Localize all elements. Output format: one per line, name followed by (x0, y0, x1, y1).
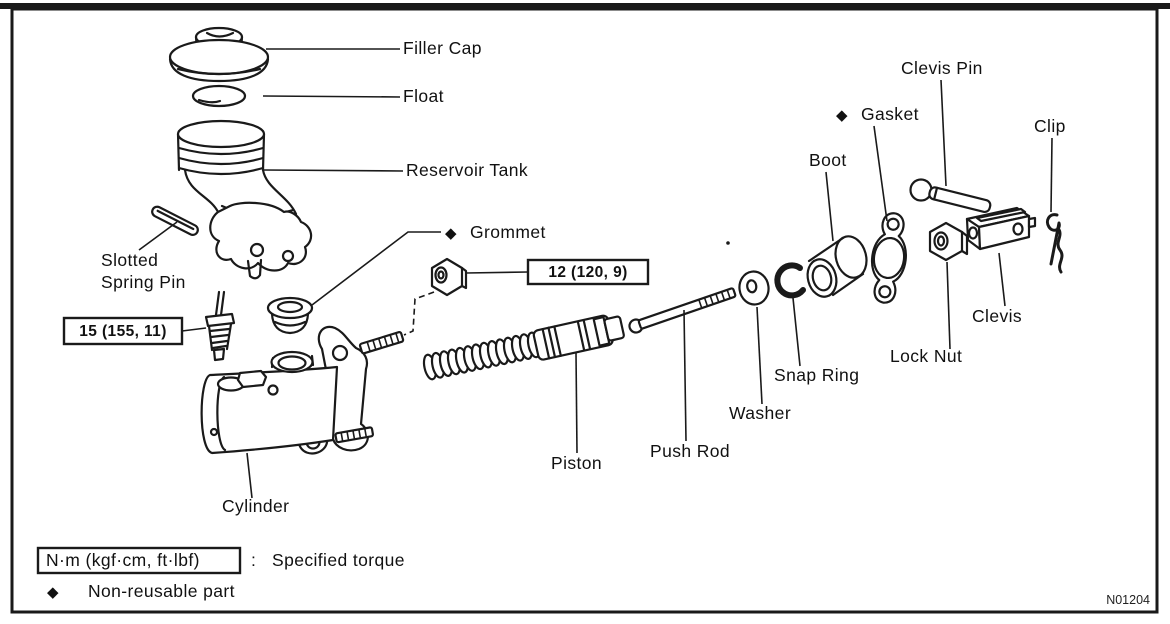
leader-torque-12 (465, 271, 529, 274)
gasket-drawing (870, 212, 907, 304)
bleeder-screw-drawing (204, 290, 236, 362)
reservoir-tank-drawing (176, 119, 313, 280)
leader-push-rod (683, 309, 687, 442)
non-reusable-diamond-icon: ◆ (47, 584, 59, 601)
legend: N·m (kgf·cm, ft·lbf) : Specified torque … (36, 546, 405, 601)
label-gasket: ◆ Gasket (836, 104, 919, 124)
legend-specified-torque: Specified torque (272, 550, 405, 570)
legend-colon: : (251, 550, 256, 570)
cylinder-drawing (200, 325, 405, 455)
print-dot (726, 241, 730, 245)
washer-drawing (738, 270, 770, 306)
boot-drawing (806, 235, 868, 298)
label-boot: Boot (809, 150, 847, 170)
label-snap-ring: Snap Ring (774, 365, 859, 385)
label-filler-cap: Filler Cap (403, 38, 482, 58)
label-clip: Clip (1034, 116, 1066, 136)
clevis-pin-drawing (909, 178, 992, 214)
torque-value-nut: 12 (120, 9) (548, 264, 627, 281)
top-rule (0, 3, 1170, 9)
grommet-drawing (266, 296, 314, 335)
torque-unit-label: N·m (kgf·cm, ft·lbf) (46, 550, 200, 570)
figure-code: N01204 (1106, 593, 1150, 607)
label-reservoir-tank: Reservoir Tank (406, 160, 528, 180)
clip-drawing (1045, 213, 1064, 274)
label-float: Float (403, 86, 444, 106)
figure-border (10, 7, 1159, 614)
leader-slotted-spring-pin (138, 221, 178, 251)
svg-text:Spring Pin: Spring Pin (101, 272, 186, 292)
non-reusable-diamond-icon: ◆ (836, 107, 848, 124)
svg-text:Slotted: Slotted (101, 250, 158, 270)
filler-cap-drawing (168, 26, 270, 83)
torque-value-bleeder: 15 (155, 11) (79, 323, 167, 340)
leader-snap-ring (792, 297, 801, 367)
label-lock-nut: Lock Nut (890, 346, 962, 366)
leader-boot (825, 171, 834, 242)
leader-clevis (998, 252, 1006, 307)
piston-stop-nut-drawing (430, 257, 468, 297)
push-rod-drawing (628, 287, 737, 334)
leader-float (262, 95, 401, 98)
leader-piston (575, 352, 578, 454)
torque-callout-bleeder: 15 (155, 11) (62, 316, 184, 346)
leader-reservoir-tank (263, 169, 404, 172)
leader-washer (756, 306, 763, 405)
leader-lock-nut (946, 261, 951, 350)
leader-lines (138, 48, 1053, 499)
label-clevis: Clevis (972, 306, 1022, 326)
label-cylinder: Cylinder (222, 496, 289, 516)
leader-torque-15 (181, 327, 207, 332)
label-push-rod: Push Rod (650, 441, 730, 461)
nut-alignment-dashed-line (403, 291, 435, 336)
snap-ring-drawing (774, 262, 806, 299)
float-drawing (191, 84, 247, 108)
label-piston: Piston (551, 453, 602, 473)
leader-grommet (311, 231, 441, 306)
leader-gasket (873, 125, 888, 222)
leader-cylinder (246, 452, 253, 499)
label-washer: Washer (729, 403, 791, 423)
leader-clip (1050, 137, 1053, 213)
torque-callout-nut: 12 (120, 9) (526, 258, 650, 286)
non-reusable-diamond-icon: ◆ (445, 225, 457, 242)
label-slotted-spring-pin: Slotted Spring Pin (101, 250, 186, 292)
svg-text:Grommet: Grommet (470, 222, 546, 242)
lock-nut-drawing (928, 221, 969, 262)
leader-clevis-pin (940, 79, 947, 187)
piston-drawing (420, 314, 625, 382)
svg-text:Gasket: Gasket (861, 104, 919, 124)
label-grommet: ◆ Grommet (445, 222, 546, 242)
clevis-drawing (965, 206, 1037, 251)
torque-unit-box (36, 546, 242, 575)
legend-non-reusable: Non-reusable part (88, 581, 235, 601)
label-clevis-pin: Clevis Pin (901, 58, 983, 78)
slotted-spring-pin-drawing (151, 205, 199, 236)
